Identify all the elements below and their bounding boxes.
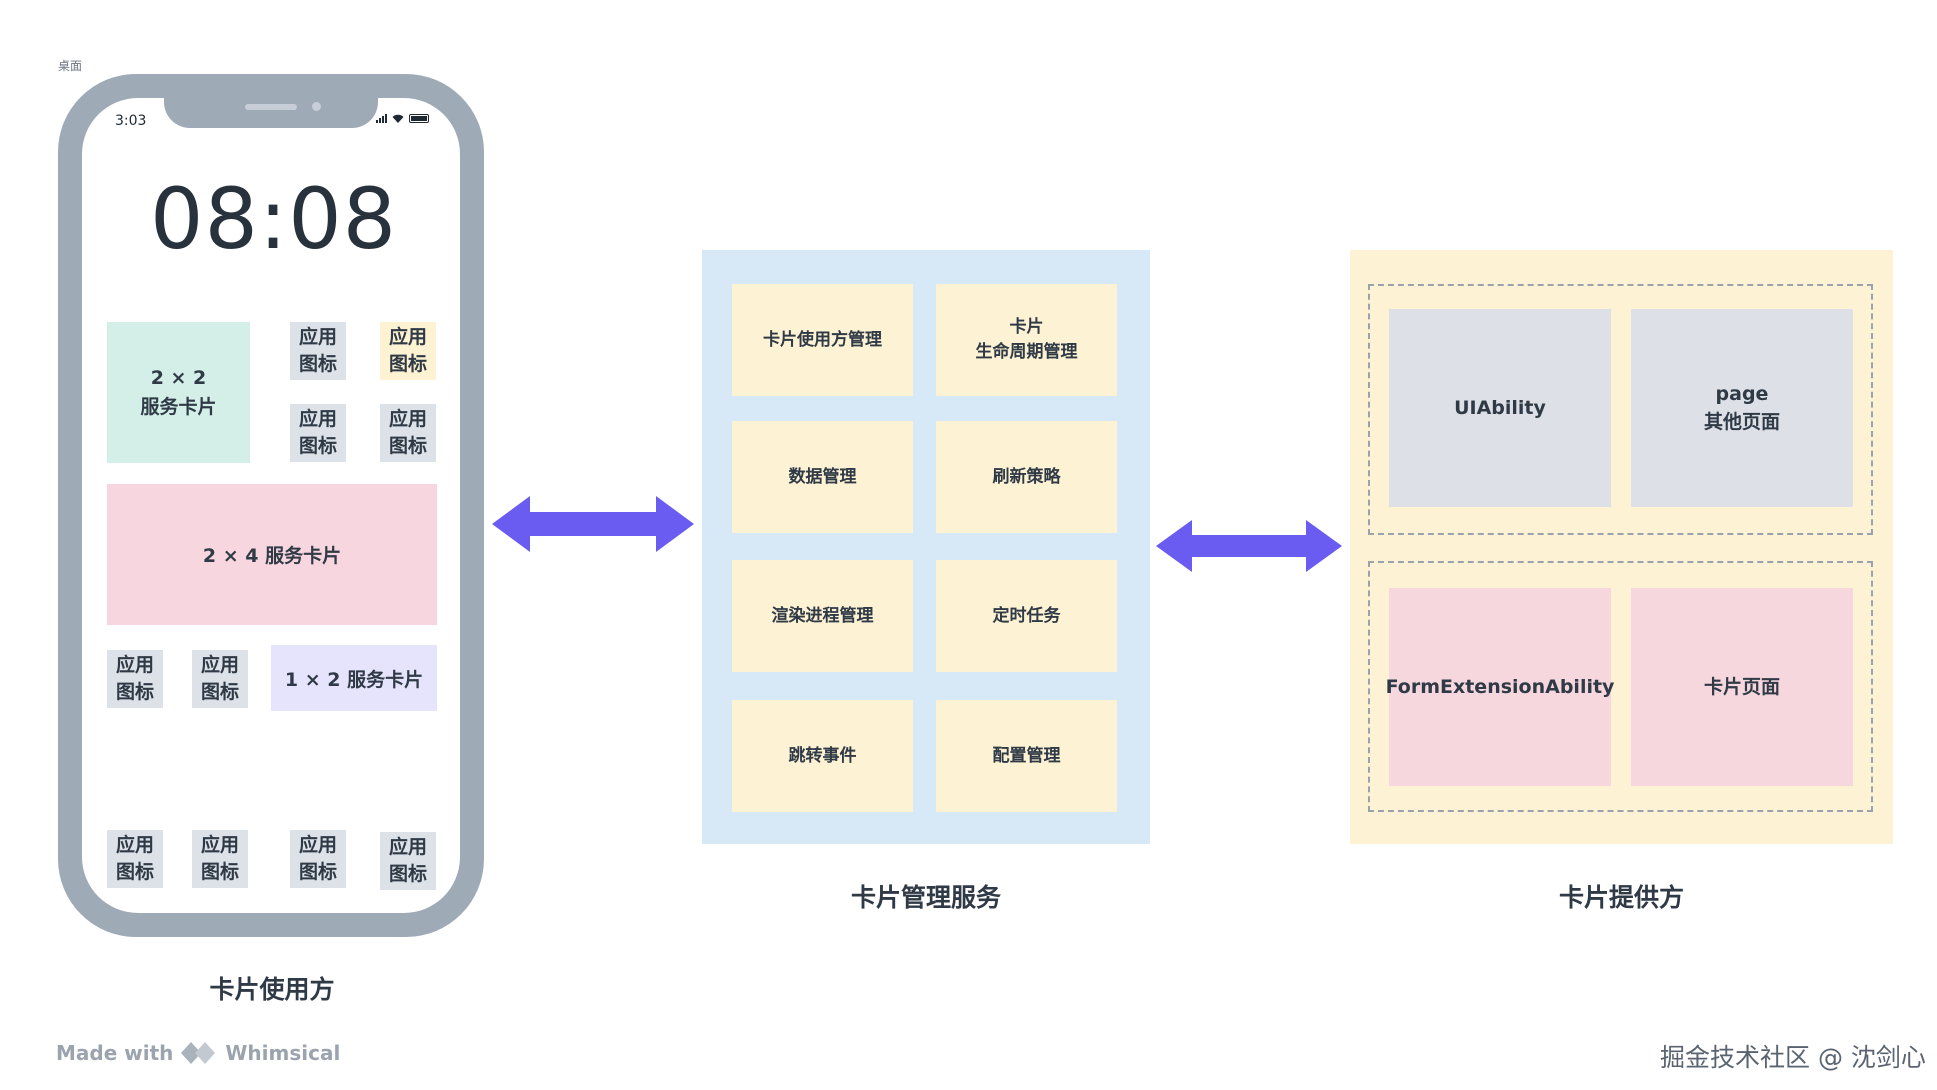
provider-caption: 卡片提供方: [1558, 883, 1684, 912]
phone-notch: [164, 98, 378, 128]
phone-speaker: [245, 104, 297, 110]
app-icon[interactable]: 应用 图标: [107, 650, 163, 708]
provider-item: UIAbility: [1389, 309, 1611, 507]
widget-1x2-card[interactable]: 1 × 2 服务卡片: [271, 645, 437, 711]
service-item: 刷新策略: [936, 421, 1117, 533]
whimsical-logo-icon: [181, 1042, 216, 1064]
phone-camera: [312, 102, 321, 111]
service-item: 卡片使用方管理: [732, 284, 913, 396]
brand-label: Whimsical: [225, 1041, 341, 1065]
status-time: 3:03: [115, 113, 147, 129]
service-item: 配置管理: [936, 700, 1117, 812]
made-with-label: Made with: [56, 1041, 174, 1065]
desktop-label: 桌面: [58, 59, 83, 73]
consumer-caption: 卡片使用方: [209, 975, 335, 1004]
wifi-icon: [392, 114, 404, 123]
app-icon[interactable]: 应用 图标: [192, 650, 248, 708]
made-with-badge[interactable]: Made with Whimsical: [56, 1040, 340, 1066]
provider-item: 卡片页面: [1631, 588, 1853, 786]
signal-icon: [376, 114, 387, 123]
service-item: 卡片 生命周期管理: [936, 284, 1117, 396]
widget-2x4-card[interactable]: 2 × 4 服务卡片: [107, 484, 437, 625]
app-icon[interactable]: 应用 图标: [380, 832, 436, 890]
service-caption: 卡片管理服务: [850, 883, 1001, 912]
provider-item: page 其他页面: [1631, 309, 1853, 507]
app-icon[interactable]: 应用 图标: [107, 830, 163, 888]
service-item: 跳转事件: [732, 700, 913, 812]
form-group-box: [1368, 561, 1873, 812]
service-item: 定时任务: [936, 560, 1117, 672]
provider-item: FormExtensionAbility: [1386, 588, 1614, 786]
bidirectional-arrow-icon: [1156, 520, 1342, 572]
service-item: 渲染进程管理: [732, 560, 913, 672]
widget-2x2-card[interactable]: 2 × 2 服务卡片: [107, 322, 250, 463]
bidirectional-arrow-icon: [492, 496, 694, 552]
home-clock: 08:08: [150, 170, 398, 268]
app-icon[interactable]: 应用 图标: [380, 404, 436, 462]
service-item: 数据管理: [732, 421, 913, 533]
watermark: 掘金技术社区 @ 沈剑心: [1660, 1043, 1926, 1072]
battery-icon: [409, 114, 429, 123]
app-icon[interactable]: 应用 图标: [290, 404, 346, 462]
app-icon[interactable]: 应用 图标: [290, 830, 346, 888]
app-icon[interactable]: 应用 图标: [290, 322, 346, 380]
ability-group-box: [1368, 284, 1873, 535]
app-icon[interactable]: 应用 图标: [192, 830, 248, 888]
status-icons: [376, 114, 429, 123]
app-icon[interactable]: 应用 图标: [380, 322, 436, 380]
